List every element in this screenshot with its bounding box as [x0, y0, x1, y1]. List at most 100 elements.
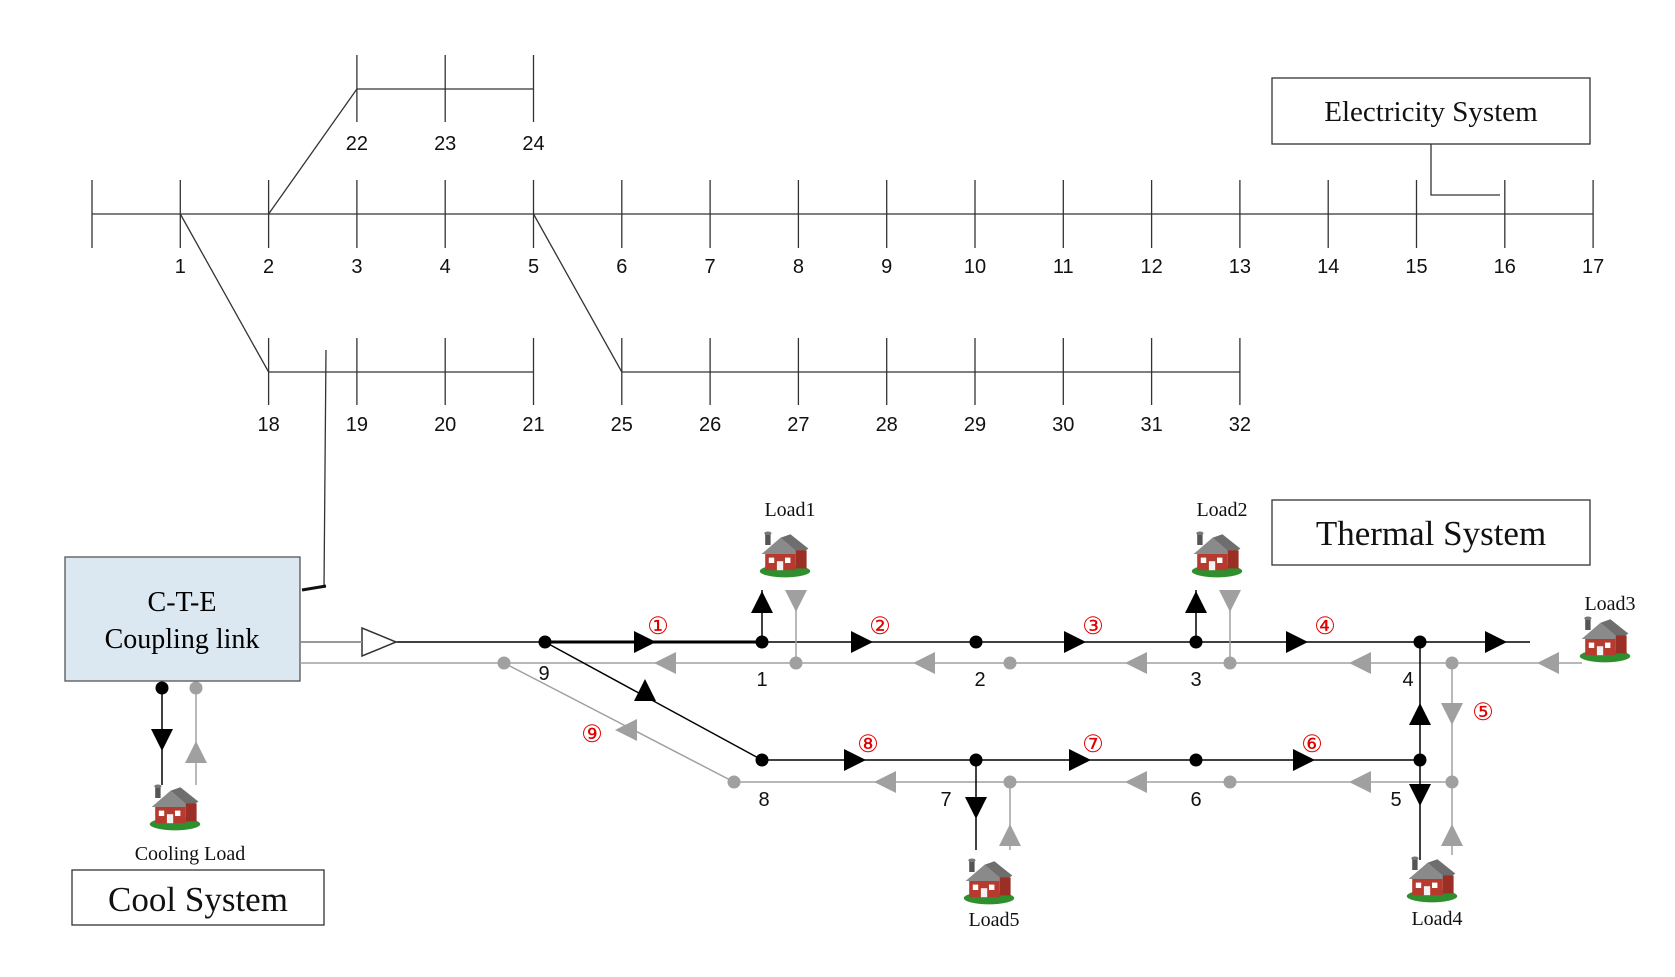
bus-label-20: 20 [434, 414, 456, 436]
supply-node-3 [1189, 635, 1203, 649]
pipe-number-2: ② [869, 613, 891, 640]
bus-label-3: 3 [351, 256, 362, 278]
load4-supply-arrow [1409, 784, 1431, 806]
bus-label-24: 24 [522, 133, 544, 155]
bus-label-10: 10 [964, 256, 986, 278]
cool-system-title: Cool System [108, 880, 288, 919]
pipe2-arrow [851, 631, 873, 653]
bus-label-15: 15 [1405, 256, 1427, 278]
load-label-4: Load4 [1411, 908, 1462, 930]
pipe5-supply-arrow [1409, 703, 1431, 725]
load-label-5: Load5 [968, 909, 1019, 931]
thermal-node-label-8: 8 [758, 789, 769, 811]
thermal-network [149, 531, 1631, 905]
thermal-node-label-1: 1 [756, 669, 767, 691]
ret6-arrow [1349, 771, 1371, 793]
return-node-4 [1445, 656, 1459, 670]
load1-return-arrow [785, 590, 807, 612]
load-2-house-icon [1191, 531, 1243, 578]
bus-label-8: 8 [793, 256, 804, 278]
load-5-house-icon [963, 858, 1015, 905]
return-node-7 [1223, 775, 1237, 789]
load5-supply-arrow [965, 797, 987, 819]
cool-system-box: Cool System [71, 869, 325, 926]
bus-label-26: 26 [699, 414, 721, 436]
pipe-number-1: ① [647, 613, 669, 640]
ret8-arrow [874, 771, 896, 793]
thermal-node-label-9: 9 [538, 663, 549, 685]
bus-label-19: 19 [346, 414, 368, 436]
bus-label-23: 23 [434, 133, 456, 155]
bus-label-28: 28 [876, 414, 898, 436]
supply-node-1 [755, 635, 769, 649]
bus-label-30: 30 [1052, 414, 1074, 436]
pipe-number-3: ③ [1082, 613, 1104, 640]
pipe6-arrow [1293, 749, 1315, 771]
return-node-2 [1003, 656, 1017, 670]
pipe-number-9: ⑨ [581, 721, 603, 748]
load-label-2: Load2 [1196, 499, 1247, 521]
electricity-network [91, 55, 1594, 405]
pipe8-arrow [844, 749, 866, 771]
bus-label-17: 17 [1582, 256, 1604, 278]
bus-label-4: 4 [440, 256, 451, 278]
pipe4-arrow [1286, 631, 1308, 653]
return-node-1 [789, 656, 803, 670]
load-label-3: Load3 [1584, 593, 1635, 615]
supply-node-7 [1189, 753, 1203, 767]
electricity-system-title: Electricity System [1324, 96, 1538, 128]
cool-return-arrow [185, 741, 207, 763]
return-node-6 [1003, 775, 1017, 789]
bus-label-1: 1 [175, 256, 186, 278]
load5-return-arrow [999, 824, 1021, 846]
bus-label-12: 12 [1140, 256, 1162, 278]
return-node-9 [189, 681, 203, 695]
bus-label-11: 11 [1053, 256, 1074, 278]
ret3-arrow [1125, 652, 1147, 674]
bus-label-13: 13 [1229, 256, 1251, 278]
pipe8-diag-arrow [634, 679, 656, 701]
load2-return-arrow [1219, 590, 1241, 612]
bus-label-25: 25 [611, 414, 633, 436]
return-node-3 [1223, 656, 1237, 670]
thermal-node-label-3: 3 [1190, 669, 1201, 691]
branch-22-24-line [268, 88, 534, 215]
bus-label-9: 9 [881, 256, 892, 278]
supply-node-8 [1413, 753, 1427, 767]
thermal-node-label-7: 7 [940, 789, 951, 811]
load3-return-arrow [1537, 652, 1559, 674]
source-triangle [361, 626, 398, 658]
cool-supply-arrow [151, 729, 173, 751]
bus-label-31: 31 [1140, 414, 1162, 436]
pipe-number-5: ⑤ [1472, 699, 1494, 726]
bus-label-27: 27 [787, 414, 809, 436]
return-pipe-9-diagonal [503, 662, 735, 783]
pipe-number-4: ④ [1314, 613, 1336, 640]
ret4-arrow [1349, 652, 1371, 674]
supply-node-9 [155, 681, 169, 695]
cooling-load-house-icon [149, 784, 201, 831]
return-node-0 [497, 656, 511, 670]
coupling-line1: C-T-E [148, 587, 217, 618]
thermal-node-label-6: 6 [1190, 789, 1201, 811]
thermal-system-box: Thermal System [1271, 499, 1591, 566]
load3-supply-arrow [1485, 631, 1507, 653]
supply-node-0 [538, 635, 552, 649]
thermal-node-label-5: 5 [1390, 789, 1401, 811]
return-node-5 [727, 775, 741, 789]
bus-label-32: 32 [1229, 414, 1251, 436]
thermal-node-label-4: 4 [1402, 669, 1413, 691]
load1-supply-arrow [751, 591, 773, 613]
coupling-link-box: C-T-E Coupling link [64, 349, 327, 682]
bus-label-21: 21 [522, 414, 544, 436]
thermal-system-title: Thermal System [1316, 514, 1546, 553]
bus-label-5: 5 [528, 256, 539, 278]
supply-node-4 [1413, 635, 1427, 649]
bus-label-18: 18 [257, 414, 279, 436]
ret5-arrow [1441, 703, 1463, 725]
supply-node-6 [969, 753, 983, 767]
pipe3-arrow [1064, 631, 1086, 653]
